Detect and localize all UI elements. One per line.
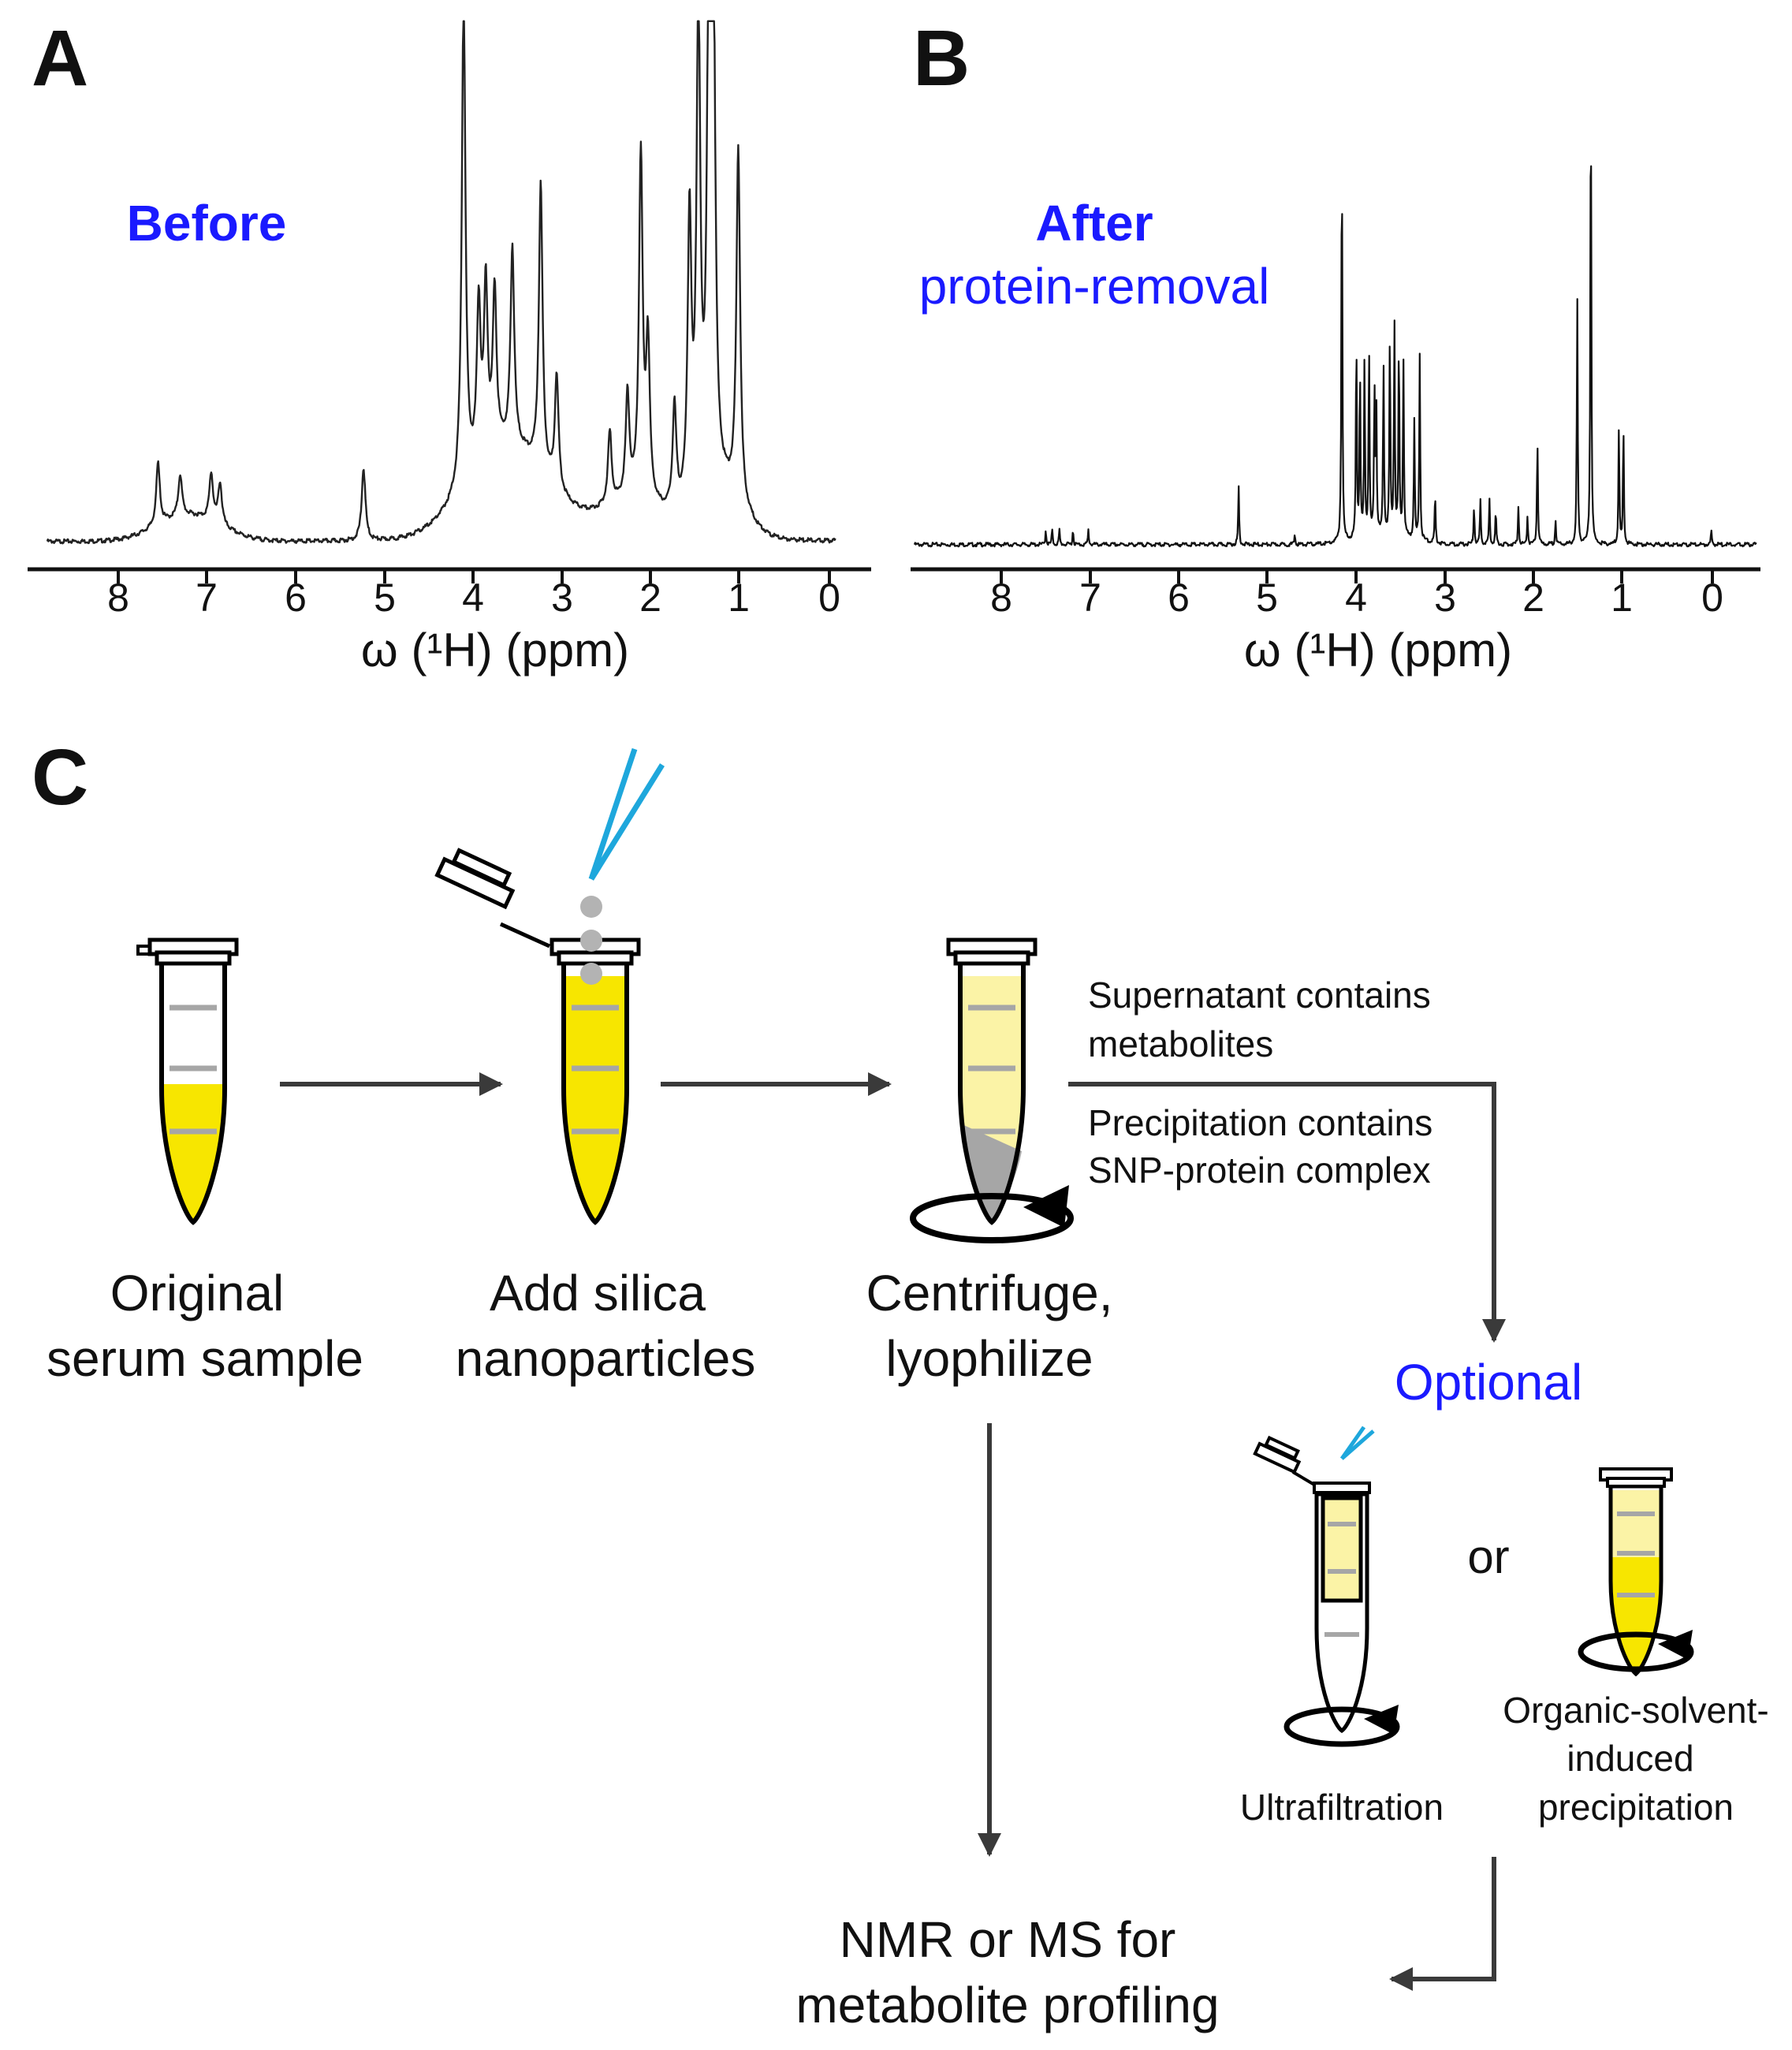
x-tick-label: 6 bbox=[1168, 576, 1190, 620]
x-tick-label: 1 bbox=[1611, 576, 1633, 620]
panel-a: A Before 8 7 6 5 4 3 2 1 0 ω (¹H) (ppm) bbox=[28, 14, 871, 676]
tube-original-serum bbox=[136, 940, 237, 1222]
x-tick-label: 0 bbox=[818, 576, 840, 620]
tube-ultrafiltration bbox=[1253, 1426, 1400, 1747]
supernatant-label-line2: metabolites bbox=[1088, 1023, 1273, 1064]
rotation-arrow-icon bbox=[913, 1185, 1071, 1240]
final-step-label-line2: metabolite profiling bbox=[795, 1977, 1219, 2033]
tube-organic-solvent bbox=[1578, 1467, 1694, 1677]
x-tick-label: 4 bbox=[1345, 576, 1367, 620]
panel-a-x-axis-label: ω (¹H) (ppm) bbox=[361, 624, 629, 676]
supernatant-label-line1: Supernatant contains bbox=[1088, 975, 1431, 1016]
panel-b-x-ticks: 8 7 6 5 4 3 2 1 0 bbox=[990, 569, 1723, 620]
step-2-label-line2: nanoparticles bbox=[456, 1330, 756, 1387]
panel-a-x-ticks: 8 7 6 5 4 3 2 1 0 bbox=[107, 569, 840, 620]
x-tick-label: 6 bbox=[285, 576, 307, 620]
panel-c-letter: C bbox=[32, 733, 88, 822]
flow-arrow-from-optional bbox=[1389, 1857, 1496, 1991]
open-lid-icon bbox=[1253, 1435, 1316, 1486]
rotation-arrow-icon bbox=[1578, 1630, 1694, 1672]
organic-solvent-label-line1: Organic-solvent- bbox=[1503, 1690, 1768, 1731]
x-tick-label: 0 bbox=[1701, 576, 1723, 620]
panel-c: C bbox=[32, 733, 1769, 2033]
tube-add-silica bbox=[434, 747, 665, 1222]
panel-a-letter: A bbox=[32, 14, 88, 102]
step-3-label-line2: lyophilize bbox=[885, 1330, 1093, 1387]
x-tick-label: 7 bbox=[196, 576, 218, 620]
panel-b-condition-label-line2: protein-removal bbox=[919, 258, 1270, 315]
pipette-tip-icon bbox=[588, 747, 665, 881]
x-tick-label: 7 bbox=[1079, 576, 1101, 620]
spectrum-a-trace bbox=[46, 20, 836, 545]
flow-arrow-to-optional bbox=[1068, 1082, 1506, 1343]
step-2-label-line1: Add silica bbox=[490, 1265, 706, 1321]
precipitation-label-line1: Precipitation contains bbox=[1088, 1102, 1432, 1143]
panel-b: B After protein-removal 8 7 6 5 4 3 2 1 0 ω (¹H)… bbox=[911, 14, 1760, 676]
panel-b-letter: B bbox=[913, 14, 970, 102]
step-1-label-line1: Original bbox=[110, 1265, 285, 1321]
silica-nanoparticles-icon bbox=[580, 896, 602, 985]
precipitation-label-line2: SNP-protein complex bbox=[1088, 1150, 1431, 1191]
x-tick-label: 2 bbox=[1522, 576, 1544, 620]
x-tick-label: 3 bbox=[1434, 576, 1456, 620]
organic-solvent-label-line3: precipitation bbox=[1538, 1787, 1734, 1828]
optional-label: Optional bbox=[1395, 1354, 1582, 1411]
or-label: or bbox=[1467, 1530, 1509, 1583]
rotation-arrow-icon bbox=[1283, 1705, 1400, 1747]
x-tick-label: 8 bbox=[107, 576, 129, 620]
open-lid-icon bbox=[434, 848, 551, 949]
panel-b-condition-label-line1: After bbox=[1035, 195, 1153, 252]
x-tick-label: 8 bbox=[990, 576, 1012, 620]
panel-b-x-axis-label: ω (¹H) (ppm) bbox=[1244, 624, 1512, 676]
x-tick-label: 4 bbox=[462, 576, 484, 620]
x-tick-label: 5 bbox=[374, 576, 396, 620]
organic-solvent-label-line2: induced bbox=[1567, 1738, 1693, 1779]
spectrum-b-trace bbox=[913, 165, 1757, 548]
x-tick-label: 2 bbox=[639, 576, 661, 620]
ultrafiltration-label: Ultrafiltration bbox=[1240, 1787, 1444, 1828]
step-3-label-line1: Centrifuge, bbox=[866, 1265, 1112, 1321]
final-step-label-line1: NMR or MS for bbox=[840, 1911, 1176, 1968]
x-tick-label: 1 bbox=[728, 576, 750, 620]
x-tick-label: 5 bbox=[1256, 576, 1278, 620]
pipette-tip-icon bbox=[1339, 1426, 1375, 1460]
panel-a-condition-label: Before bbox=[127, 195, 287, 252]
x-tick-label: 3 bbox=[551, 576, 573, 620]
tube-centrifuge bbox=[913, 940, 1071, 1240]
step-1-label-line2: serum sample bbox=[47, 1330, 363, 1387]
